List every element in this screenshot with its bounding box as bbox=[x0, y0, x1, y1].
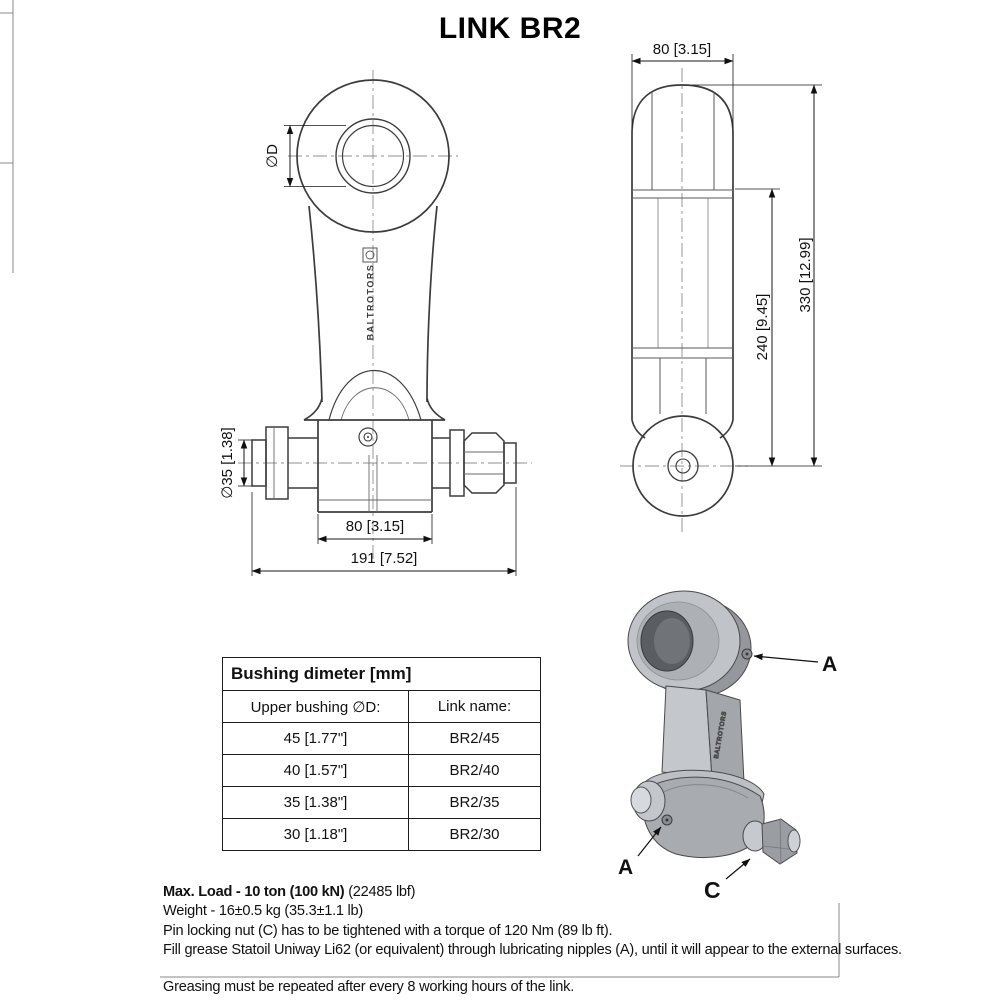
note-greasing-interval: Greasing must be repeated after every 8 … bbox=[163, 979, 574, 995]
dim-text-overall-width: 191 [7.52] bbox=[351, 550, 418, 567]
front-view-pin-assembly bbox=[251, 426, 517, 500]
front-view-eye bbox=[296, 79, 450, 233]
cell-bushing: 35 [1.38"] bbox=[222, 786, 409, 819]
dim-text-side-width: 80 [3.15] bbox=[653, 41, 711, 58]
table-header-bushing: Upper bushing ∅D: bbox=[222, 690, 409, 723]
cell-link: BR2/45 bbox=[408, 722, 541, 755]
front-view: BALTROTORS ∅D ∅35 [1.38] 80 [3.15] bbox=[219, 70, 532, 576]
dim-pin-diameter: ∅35 [1.38] bbox=[219, 427, 252, 499]
dim-text-side-240: 240 [9.45] bbox=[754, 294, 771, 361]
table-row: 30 [1.18"] BR2/30 bbox=[222, 818, 541, 851]
brand-text: BALTROTORS bbox=[365, 264, 375, 341]
side-view: 80 [3.15] 240 [9.45] 330 [12.99] bbox=[620, 41, 822, 535]
dim-side-330: 330 [12.99] bbox=[692, 84, 822, 467]
iso-view: BALTROTORS A A C bbox=[618, 590, 837, 903]
cell-link: BR2/30 bbox=[408, 818, 541, 851]
dim-text-side-330: 330 [12.99] bbox=[797, 237, 814, 312]
brand-mark: BALTROTORS bbox=[362, 247, 378, 341]
note-max-load-label: Max. Load - 10 ton (100 kN) bbox=[163, 884, 345, 900]
callout-a-bottom: A bbox=[618, 856, 633, 879]
iso-part: BALTROTORS bbox=[627, 590, 801, 865]
side-view-centerlines bbox=[620, 68, 748, 535]
note-max-load: Max. Load - 10 ton (100 kN) (22485 lbf) bbox=[163, 884, 415, 900]
cell-bushing: 40 [1.57"] bbox=[222, 754, 409, 787]
table-title: Bushing dimeter [mm] bbox=[222, 657, 541, 691]
front-view-centerlines bbox=[238, 70, 532, 562]
iso-callouts: A A C bbox=[618, 653, 837, 903]
front-view-body bbox=[303, 205, 446, 421]
table-row: 45 [1.77"] BR2/45 bbox=[222, 722, 541, 755]
callout-a-top: A bbox=[822, 653, 837, 676]
table-row: 40 [1.57"] BR2/40 bbox=[222, 754, 541, 787]
dim-side-width: 80 [3.15] bbox=[631, 41, 734, 128]
sheet-frame bbox=[0, 0, 840, 978]
table-title-row: Bushing dimeter [mm] bbox=[222, 657, 541, 691]
note-weight: Weight - 16±0.5 kg (35.3±1.1 lb) bbox=[163, 903, 364, 919]
bushing-table: Bushing dimeter [mm] Upper bushing ∅D: L… bbox=[222, 657, 541, 851]
side-view-details bbox=[632, 92, 733, 414]
cell-bushing: 45 [1.77"] bbox=[222, 722, 409, 755]
note-torque: Pin locking nut (C) has to be tightened … bbox=[163, 923, 613, 939]
dim-text-bore: ∅D bbox=[264, 144, 281, 168]
table-header-link: Link name: bbox=[408, 690, 541, 723]
table-row: 35 [1.38"] BR2/35 bbox=[222, 786, 541, 819]
callout-c: C bbox=[704, 877, 721, 903]
note-grease: Fill grease Statoil Uniway Li62 (or equi… bbox=[163, 942, 902, 958]
dim-overall-width: 191 [7.52] bbox=[251, 487, 517, 576]
dim-bracket-width: 80 [3.15] bbox=[317, 514, 433, 544]
dim-side-240: 240 [9.45] bbox=[735, 188, 780, 467]
cell-link: BR2/35 bbox=[408, 786, 541, 819]
cell-bushing: 30 [1.18"] bbox=[222, 818, 409, 851]
dim-text-bracket-width: 80 [3.15] bbox=[346, 518, 404, 535]
note-max-load-value: (22485 lbf) bbox=[344, 884, 416, 900]
side-view-outline bbox=[631, 84, 734, 517]
dim-text-pin: ∅35 [1.38] bbox=[219, 427, 236, 498]
cell-link: BR2/40 bbox=[408, 754, 541, 787]
front-view-bracket bbox=[304, 419, 445, 513]
table-header-row: Upper bushing ∅D: Link name: bbox=[222, 690, 541, 723]
page-title: LINK BR2 bbox=[438, 12, 582, 45]
dim-bore: ∅D bbox=[264, 125, 346, 187]
grease-nipple-front-icon bbox=[358, 427, 378, 447]
